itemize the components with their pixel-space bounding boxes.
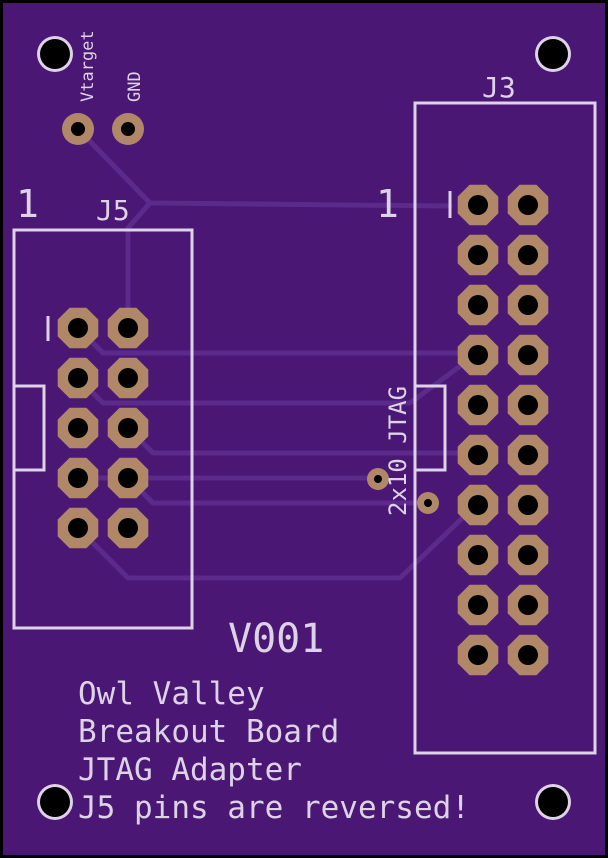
j3-pad [507, 434, 549, 476]
j3-pad [457, 584, 499, 626]
j3-pad [457, 334, 499, 376]
j3-pad [457, 534, 499, 576]
j5-pad [107, 357, 149, 399]
j3-pad [457, 184, 499, 226]
note-line-1: Owl Valley [78, 676, 265, 712]
pcb-substrate [3, 3, 605, 855]
j3-pad [457, 234, 499, 276]
version-label: V001 [228, 616, 324, 662]
j5-pad [57, 357, 99, 399]
trace-row6 [75, 500, 481, 581]
j3-pad [507, 334, 549, 376]
mounting-holes [37, 36, 571, 820]
mounting-hole [37, 784, 73, 820]
j5-pad [57, 307, 99, 349]
j5-pad [57, 407, 99, 449]
j5-pad [107, 307, 149, 349]
j5-pad [107, 507, 149, 549]
j5-pad [57, 507, 99, 549]
vtarget-label: Vtarget [78, 30, 98, 102]
j3-pad [457, 484, 499, 526]
j3-pad [507, 634, 549, 676]
j3-pad [457, 384, 499, 426]
j5-pad [107, 457, 149, 499]
j3-pad [507, 484, 549, 526]
note-line-2: Breakout Board [78, 714, 339, 750]
j5-key-notch [14, 384, 46, 472]
j3-label: J3 [482, 71, 516, 104]
gnd-pad [112, 113, 144, 145]
j5-outline [12, 228, 194, 630]
mounting-hole [535, 36, 571, 72]
j3-outline [413, 101, 597, 755]
j5-pad [107, 407, 149, 449]
j3-pad [507, 184, 549, 226]
j3-pad [507, 584, 549, 626]
j3-pad [507, 534, 549, 576]
power-pads-and-vias [62, 113, 439, 514]
j5-pin1-label: 1 [16, 182, 39, 226]
silkscreen-outlines [12, 101, 597, 755]
trace-gnd-j5 [125, 200, 153, 331]
j5-header-pads [57, 307, 149, 549]
j5-pad [57, 457, 99, 499]
vtarget-pad [62, 113, 94, 145]
j3-pad [457, 284, 499, 326]
via [367, 468, 389, 490]
gnd-label: GND [125, 71, 145, 102]
j3-pin1-label: 1 [376, 182, 399, 226]
j5-label: J5 [96, 194, 130, 227]
jtag-label: 2x10 JTAG [384, 386, 412, 516]
j3-pad [507, 234, 549, 276]
note-line-3: JTAG Adapter [78, 752, 302, 788]
j3-pad [507, 384, 549, 426]
j3-pad [457, 434, 499, 476]
j3-pad [507, 284, 549, 326]
j3-pad [457, 634, 499, 676]
mounting-hole [37, 36, 73, 72]
note-line-4: J5 pins are reversed! [78, 790, 470, 826]
via [417, 492, 439, 514]
mounting-hole [535, 784, 571, 820]
j3-key-notch [415, 384, 447, 472]
j3-header-pads [457, 184, 549, 676]
